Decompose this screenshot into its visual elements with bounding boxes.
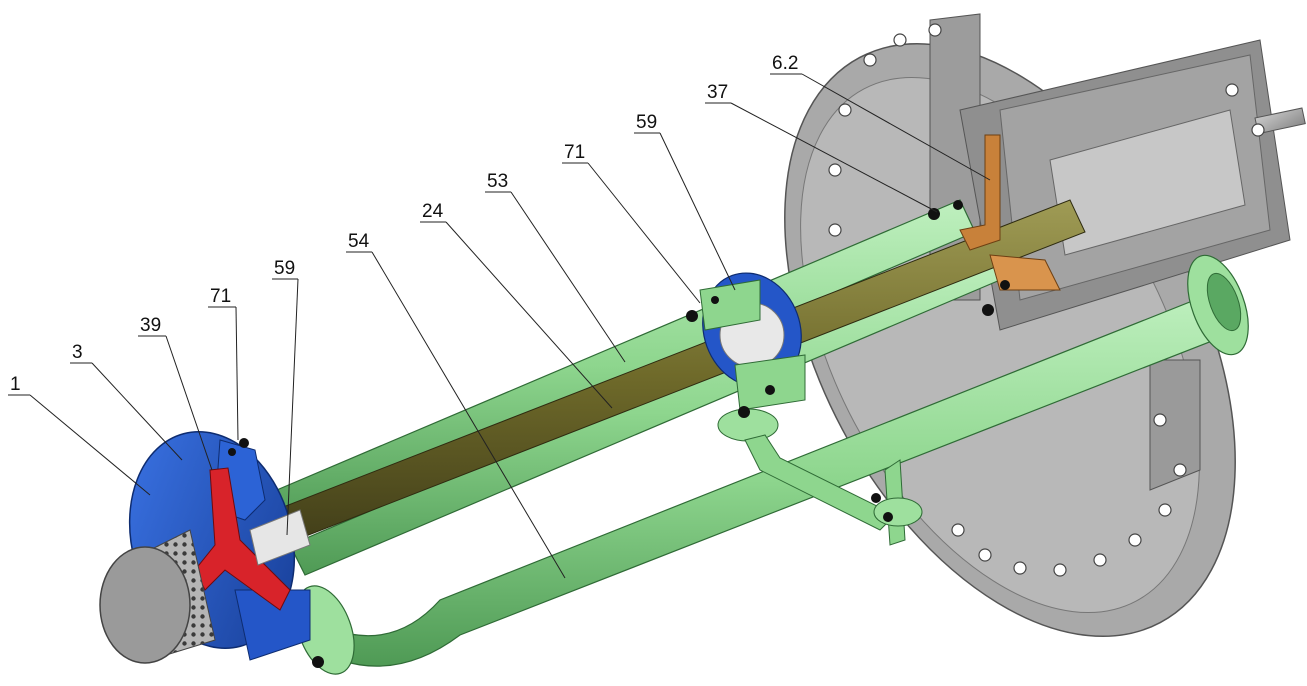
callout-71-lower: 71	[208, 286, 239, 441]
callout-1: 1	[8, 374, 151, 496]
callout-label-1: 1	[10, 374, 21, 395]
callout-label-59-upper: 59	[636, 112, 657, 133]
suction-strainer	[99, 529, 216, 664]
callout-label-71-lower: 71	[210, 286, 231, 307]
callout-label-24: 24	[422, 201, 444, 222]
callout-3: 3	[70, 342, 183, 461]
bearing-sleeve	[249, 509, 311, 566]
callout-label-53: 53	[487, 171, 508, 192]
callout-label-6-2: 6.2	[772, 53, 798, 74]
callout-6-2: 6.2	[770, 53, 991, 181]
callout-label-71-upper: 71	[564, 142, 585, 163]
callout-39: 39	[138, 315, 213, 471]
callout-label-3: 3	[72, 342, 83, 363]
drain-line	[744, 434, 923, 546]
callout-label-39: 39	[140, 315, 161, 336]
impeller	[194, 467, 291, 611]
callout-71-upper: 71	[562, 142, 701, 304]
callout-37: 37	[705, 82, 938, 213]
callout-24: 24	[420, 201, 613, 409]
callout-53: 53	[485, 171, 626, 363]
callout-54: 54	[346, 231, 566, 579]
callout-label-54: 54	[348, 231, 370, 252]
callout-59-upper: 59	[634, 112, 736, 291]
bolts	[228, 200, 1010, 668]
middle-coupling	[699, 272, 806, 442]
callout-label-37: 37	[707, 82, 728, 103]
callout-label-59-lower: 59	[274, 258, 295, 279]
callout-59-lower: 59	[272, 258, 299, 536]
